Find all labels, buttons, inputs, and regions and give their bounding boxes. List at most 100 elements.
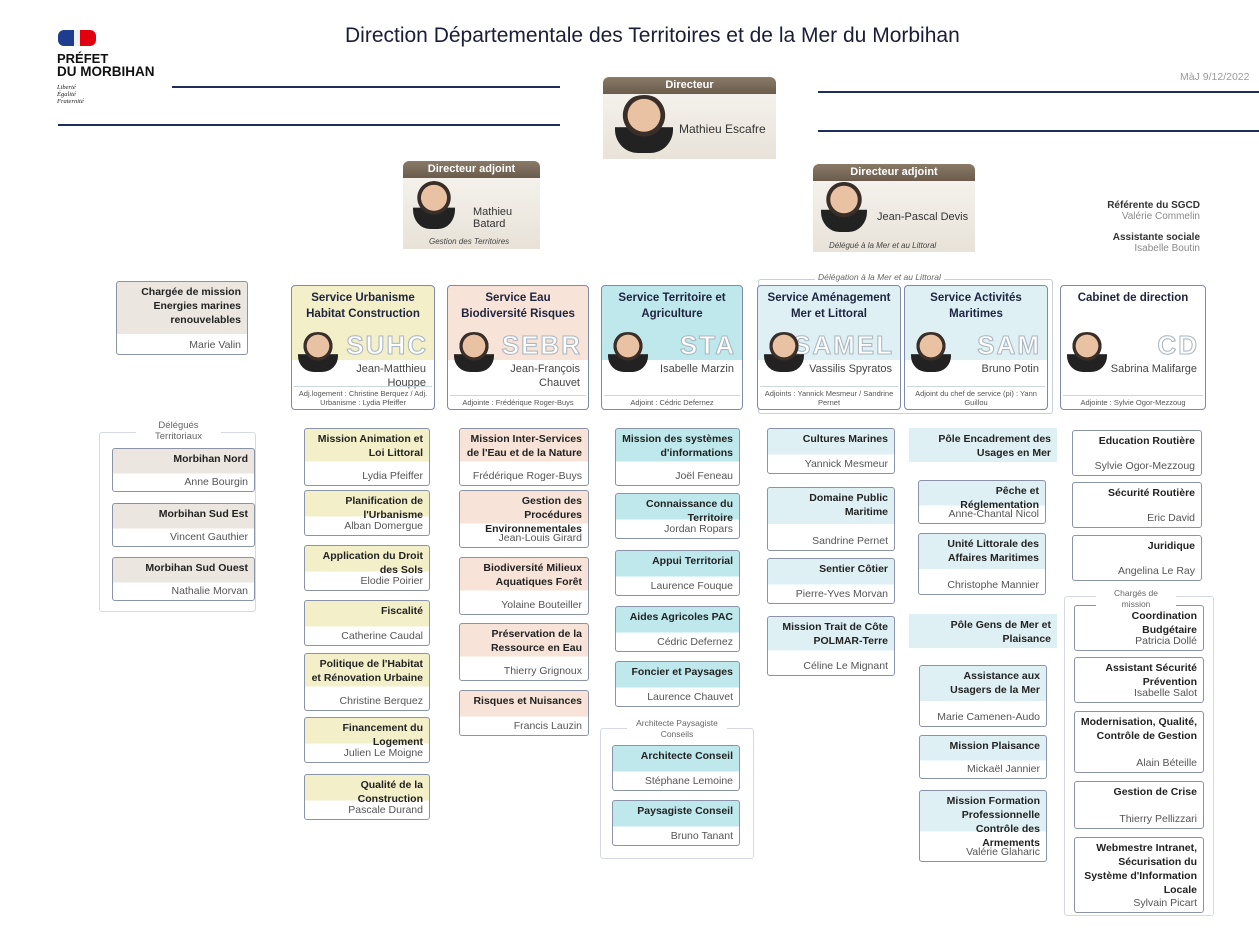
social-assistant-title: Assistante sociale bbox=[1112, 232, 1200, 243]
service-head-name: Vassilis Spyratos bbox=[809, 363, 892, 375]
unit-name: Francis Lauzin bbox=[513, 720, 582, 732]
unit-name: Angelina Le Ray bbox=[1117, 565, 1195, 577]
unit-title: Assistance aux Usagers de la Mer bbox=[950, 670, 1040, 696]
service-head-photo bbox=[1067, 332, 1107, 372]
service-deputies: Adjointe : Sylvie Ogor-Mezzoug bbox=[1063, 395, 1203, 407]
unit-title: Mission des systèmes d'informations bbox=[622, 433, 733, 459]
unit-title: Architecte Conseil bbox=[640, 750, 733, 762]
unit-title: Coordination Budgétaire bbox=[1131, 610, 1197, 636]
unit-title: Cultures Marines bbox=[802, 433, 888, 445]
unit-name: Christophe Mannier bbox=[947, 579, 1039, 591]
sgcd-name: Valérie Commelin bbox=[1121, 211, 1200, 222]
update-date: MàJ 9/12/2022 bbox=[1180, 71, 1250, 83]
unit-name: Sylvie Ogor-Mezzoug bbox=[1094, 460, 1195, 472]
social-assistant-name: Isabelle Boutin bbox=[1134, 243, 1200, 254]
service-title: Service Activités Maritimes bbox=[930, 292, 1022, 320]
deputy-photo bbox=[413, 181, 455, 229]
unit-title: Biodiversité Milieux Aquatiques Forêt bbox=[483, 562, 582, 588]
deputy-tag: Directeur adjoint bbox=[813, 164, 975, 181]
marianne-flag-logo bbox=[58, 30, 98, 46]
unit-name: Yannick Mesmeur bbox=[804, 458, 888, 470]
unit-title: Risques et Nuisances bbox=[473, 695, 582, 707]
unit-name: Jordan Ropars bbox=[664, 523, 733, 535]
unit-title: Sentier Côtier bbox=[819, 563, 888, 575]
unit-title: Application du Droit des Sols bbox=[322, 550, 423, 576]
service-head-name: Jean-François Chauvet bbox=[510, 363, 580, 389]
unit-name: Yolaine Bouteiller bbox=[501, 599, 582, 611]
brand-line-2: DU MORBIHAN bbox=[57, 64, 155, 79]
director-photo bbox=[615, 95, 673, 153]
unit-title: Mission Trait de Côte POLMAR-Terre bbox=[782, 621, 888, 647]
header-rule bbox=[818, 130, 1259, 132]
motto-2: Égalité bbox=[57, 91, 76, 98]
unit-card: Politique de l'Habitat et Rénovation Urb… bbox=[304, 653, 430, 711]
motto-3: Fraternité bbox=[57, 98, 84, 105]
unit-title: Aides Agricoles PAC bbox=[629, 611, 733, 623]
unit-title: Morbihan Sud Ouest bbox=[145, 562, 248, 574]
unit-title: Connaissance du Territoire bbox=[646, 498, 733, 524]
unit-name: Catherine Caudal bbox=[341, 630, 423, 642]
unit-name: Pierre-Yves Morvan bbox=[795, 588, 888, 600]
deputy-name: Jean-Pascal Devis bbox=[877, 211, 969, 223]
unit-title: Mission Plaisance bbox=[949, 740, 1040, 752]
unit-name: Stéphane Lemoine bbox=[644, 775, 733, 787]
unit-name: Marie Camenen-Audo bbox=[937, 711, 1040, 723]
deputy-director-card: Directeur adjoint Mathieu Batard Gestion… bbox=[403, 161, 540, 249]
cd-missions-group bbox=[1064, 596, 1214, 916]
cd-missions-label: Chargés de mission bbox=[1096, 588, 1176, 610]
unit-name: Thierry Pellizzari bbox=[1119, 813, 1197, 825]
service-title: Cabinet de direction bbox=[1077, 292, 1189, 304]
deputy-role: Gestion des Territoires bbox=[429, 237, 510, 246]
service-deputies: Adjoints : Yannick Mesmeur / Sandrine Pe… bbox=[760, 386, 898, 407]
unit-title: Mission Inter-Services de l'Eau et de la… bbox=[466, 433, 582, 459]
delegues-label: Délégués Territoriaux bbox=[136, 420, 221, 442]
service-head-photo bbox=[298, 332, 338, 372]
unit-name: Christine Berquez bbox=[339, 695, 423, 707]
service-deputies: Adjoint : Cédric Defernez bbox=[604, 395, 740, 407]
director-card: Directeur Mathieu Escafre bbox=[603, 77, 776, 159]
unit-name: Frédérique Roger-Buys bbox=[472, 470, 582, 482]
unit-name: Isabelle Salot bbox=[1133, 687, 1197, 699]
unit-name: Joël Feneau bbox=[675, 470, 733, 482]
page-title: Direction Départementale des Territoires… bbox=[345, 24, 960, 47]
unit-name: Sylvain Picart bbox=[1133, 897, 1197, 909]
header-rule bbox=[58, 124, 560, 126]
unit-title: Politique de l'Habitat et Rénovation Urb… bbox=[311, 658, 423, 684]
service-title: Service Aménagement Mer et Littoral bbox=[767, 292, 891, 320]
service-deputies: Adj.logement : Christine Berquez / Adj. … bbox=[294, 386, 432, 407]
apc-label: Architecte Paysagiste Conseils bbox=[627, 718, 727, 740]
unit-title: Mission Formation Professionnelle Contrô… bbox=[946, 795, 1040, 849]
unit-name: Elodie Poirier bbox=[360, 575, 423, 587]
unit-name: Alban Domergue bbox=[344, 520, 423, 532]
unit-name: Valérie Glaharic bbox=[966, 846, 1040, 858]
service-title: Service Urbanisme Habitat Construction bbox=[306, 292, 420, 320]
service-acronym: SEBR bbox=[501, 330, 582, 361]
unit-title: Préservation de la Ressource en Eau bbox=[490, 628, 582, 654]
service-deputies: Adjoint du chef de service (pi) : Yann G… bbox=[907, 386, 1045, 407]
unit-name: Vincent Gauthier bbox=[169, 531, 248, 543]
header-rule bbox=[818, 91, 1259, 93]
service-acronym: STA bbox=[679, 330, 736, 361]
unit-title: Financement du Logement bbox=[342, 722, 423, 748]
deputy-tag: Directeur adjoint bbox=[403, 161, 540, 178]
unit-title: Education Routière bbox=[1098, 435, 1195, 447]
